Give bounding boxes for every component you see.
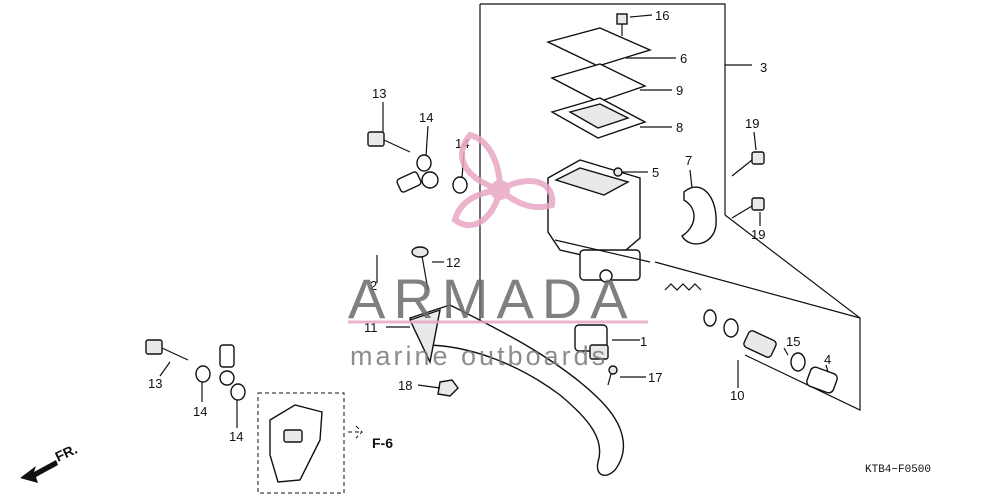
reservoir-cap-stack xyxy=(545,13,653,139)
assembly-outline xyxy=(479,3,861,411)
nut-18 xyxy=(437,379,459,397)
f6-inset xyxy=(257,392,363,494)
brake-hose xyxy=(219,171,439,386)
bolts-19 xyxy=(731,151,765,219)
propeller-logo-icon xyxy=(451,131,556,229)
leader-lines xyxy=(159,14,829,428)
part-label-19-upper: 19 xyxy=(745,116,759,131)
ref-label-f6: F-6 xyxy=(372,435,393,451)
part-label-4: 4 xyxy=(824,352,831,367)
washers-14 xyxy=(195,154,468,401)
part-label-10: 10 xyxy=(730,388,744,403)
part-labels: 1 2 3 4 5 6 7 8 9 10 11 12 13 14 14 13 1… xyxy=(53,8,932,476)
part-label-14-c: 14 xyxy=(193,404,207,419)
screw-5 xyxy=(613,167,636,177)
drawing-code: KTB4−F0500 xyxy=(865,464,931,476)
part-label-9: 9 xyxy=(676,83,683,98)
screw-17 xyxy=(607,365,618,386)
part-label-15: 15 xyxy=(786,334,800,349)
watermark-tagline: marine outboards xyxy=(350,341,608,371)
part-label-16: 16 xyxy=(655,8,669,23)
bolt-13-upper xyxy=(367,131,411,153)
part-label-18: 18 xyxy=(398,378,412,393)
part-label-14-d: 14 xyxy=(229,429,243,444)
watermark-brand: ARMADA xyxy=(348,267,636,330)
part-label-13-lower: 13 xyxy=(148,376,162,391)
master-cylinder xyxy=(547,159,651,283)
part-label-1: 1 xyxy=(640,334,647,349)
part-label-3: 3 xyxy=(760,60,767,75)
part-label-17: 17 xyxy=(648,370,662,385)
direction-arrow xyxy=(20,460,58,483)
part-label-6: 6 xyxy=(680,51,687,66)
part-label-13-upper: 13 xyxy=(372,86,386,101)
switch-1 xyxy=(574,324,609,360)
part-label-5: 5 xyxy=(652,165,659,180)
piston-kit xyxy=(664,283,838,394)
part-label-8: 8 xyxy=(676,120,683,135)
direction-label: FR. xyxy=(53,441,80,465)
part-label-14-a: 14 xyxy=(419,110,433,125)
holder-7 xyxy=(681,186,717,245)
part-label-19-lower: 19 xyxy=(751,227,765,242)
part-label-2: 2 xyxy=(370,278,377,293)
bolt-13-lower xyxy=(145,339,189,361)
pivot-bolt-12 xyxy=(411,246,429,291)
watermark: ARMADA marine outboards xyxy=(348,131,648,371)
part-label-7: 7 xyxy=(685,153,692,168)
part-label-12: 12 xyxy=(446,255,460,270)
part-label-11: 11 xyxy=(364,320,378,335)
